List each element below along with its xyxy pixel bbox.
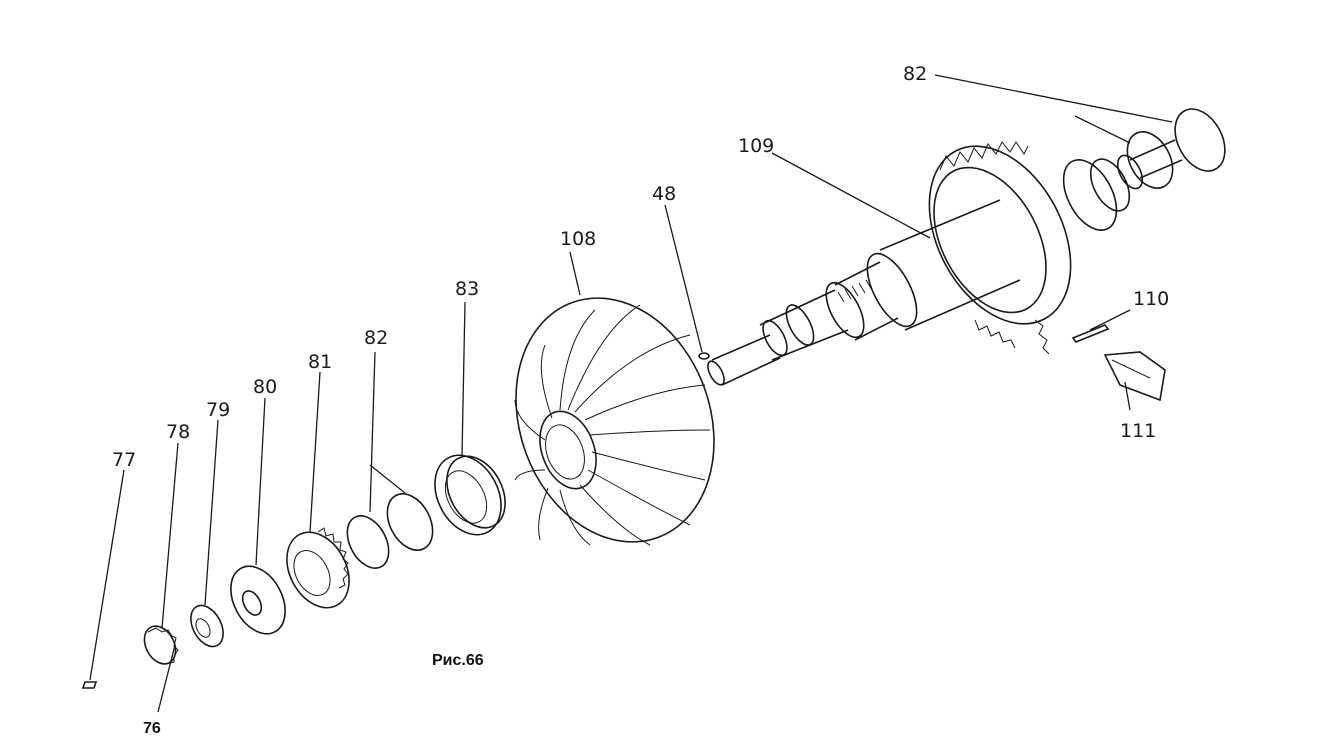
callout-labels: 77 78 79 80 81 82 83 108 48 109 82 110 1… — [112, 63, 1169, 737]
callout-108: 108 — [560, 228, 596, 250]
callout-80: 80 — [253, 376, 277, 398]
part-77-cotter-pin — [81, 681, 98, 689]
part-79-ring — [190, 604, 224, 648]
part-108-impeller — [514, 297, 715, 546]
part-78-nut — [143, 625, 179, 665]
leader-lines — [89, 74, 1173, 713]
figure-caption: Рис.66 — [432, 652, 484, 669]
part-82-rings-right — [1126, 108, 1226, 189]
callout-83: 83 — [455, 278, 479, 300]
callout-76: 76 — [143, 720, 161, 737]
callout-82-left: 82 — [364, 327, 388, 349]
part-81-gear — [286, 527, 350, 609]
callout-77: 77 — [112, 449, 136, 471]
part-110-pin — [1071, 324, 1110, 343]
part-82-rings-left — [346, 493, 434, 569]
callout-109: 109 — [738, 135, 774, 157]
part-83-seal — [434, 454, 506, 536]
callout-111: 111 — [1120, 420, 1156, 442]
part-111-blade — [1103, 351, 1166, 402]
part-48-key — [698, 352, 710, 360]
part-80-washer — [230, 565, 286, 635]
callout-48: 48 — [652, 183, 676, 205]
callout-79: 79 — [206, 399, 230, 421]
part-109-shaft-gear — [707, 139, 1183, 386]
callout-110: 110 — [1133, 288, 1169, 310]
callout-78: 78 — [166, 421, 190, 443]
callout-82-right: 82 — [903, 63, 927, 85]
callout-81: 81 — [308, 351, 332, 373]
